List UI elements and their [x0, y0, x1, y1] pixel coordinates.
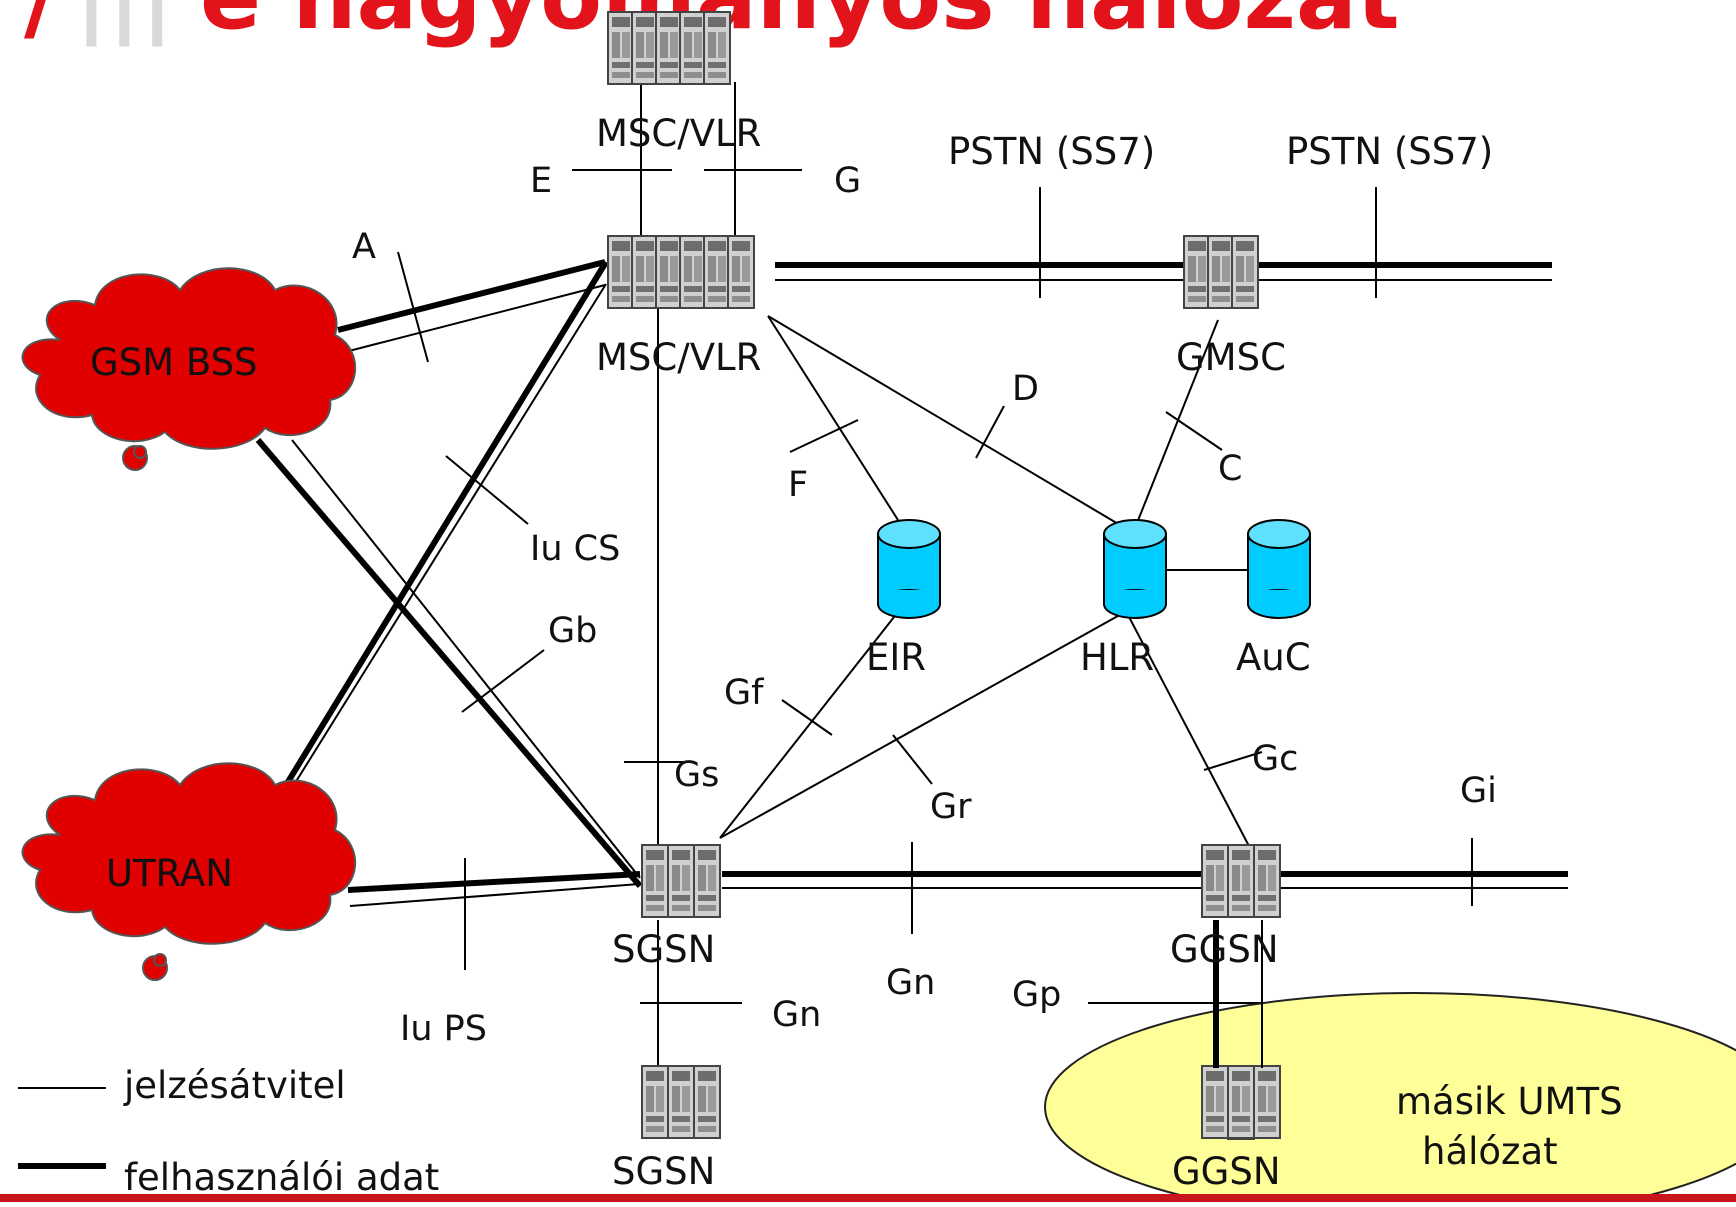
slide-title: / ||| e hagyományos hálózat: [24, 0, 1400, 52]
legend-signalling-label: jelzésátvitel: [123, 1064, 346, 1107]
user-data-links: [255, 259, 1568, 1068]
link-iu-cs: [269, 260, 609, 810]
gmsc-server[interactable]: [1183, 235, 1259, 309]
link-a: [337, 259, 606, 333]
label-other-network-2: hálózat: [1422, 1130, 1558, 1173]
msc-vlr-server[interactable]: [607, 235, 755, 309]
ggsn-server[interactable]: [1201, 844, 1281, 918]
link-d: [767, 315, 1126, 529]
label-gmsc: GMSC: [1176, 336, 1286, 379]
interface-gn-low: Gn: [772, 995, 821, 1035]
link-gb: [255, 438, 643, 888]
link-f: [767, 315, 899, 521]
interface-gs: Gs: [674, 755, 719, 795]
label-sgsn: SGSN: [612, 928, 715, 971]
interface-gi: Gi: [1460, 771, 1497, 811]
label-other-network-1: másik UMTS: [1396, 1080, 1623, 1123]
node-labels: MSC/VLR MSC/VLR GMSC PSTN (SS7) PSTN (SS…: [90, 112, 1623, 1193]
label-msc-vlr: MSC/VLR: [596, 336, 761, 379]
label-ggsn-bottom: GGSN: [1172, 1150, 1281, 1193]
label-sgsn-bottom: SGSN: [612, 1150, 715, 1193]
label-ggsn: GGSN: [1170, 928, 1279, 971]
label-gsm-bss: GSM BSS: [90, 341, 258, 384]
label-auc: AuC: [1236, 636, 1311, 679]
link-gf: [719, 611, 899, 839]
label-hlr: HLR: [1080, 636, 1154, 679]
interface-gf: Gf: [724, 673, 764, 713]
label-msc-vlr-top: MSC/VLR: [596, 112, 761, 155]
interface-gb: Gb: [548, 611, 597, 651]
interface-iu-cs: Iu CS: [530, 529, 620, 569]
label-pstn-1: PSTN (SS7): [948, 130, 1155, 173]
link-iu-ps: [347, 871, 641, 893]
sgsn-bottom-server[interactable]: [641, 1065, 721, 1139]
auc-database-icon[interactable]: [1247, 519, 1311, 619]
eir-database-icon[interactable]: [877, 519, 941, 619]
legend: [18, 1087, 106, 1169]
interface-g: G: [834, 161, 861, 201]
signalling-links: [276, 82, 1568, 1068]
sgsn-server[interactable]: [641, 844, 721, 918]
interface-labels: A E G D F C Iu CS Gb Gf Gs Gr Gc Gi Gn G…: [352, 161, 1497, 1049]
interface-f: F: [788, 465, 808, 505]
other-umts-network[interactable]: [1044, 992, 1736, 1207]
utran-cloud[interactable]: [21, 762, 357, 981]
interface-e: E: [530, 161, 552, 201]
interface-gn-mid: Gn: [886, 963, 935, 1003]
svg-text:/: /: [24, 0, 57, 52]
interface-iu-ps: Iu PS: [400, 1009, 487, 1049]
interface-a: A: [352, 227, 376, 267]
interface-gc: Gc: [1252, 739, 1298, 779]
link-c: [1134, 319, 1219, 529]
interface-gp: Gp: [1012, 975, 1061, 1015]
gsm-bss-cloud[interactable]: [21, 267, 357, 471]
bottom-bar: [0, 1194, 1736, 1202]
msc-vlr-top-server[interactable]: [607, 11, 731, 85]
interface-gr: Gr: [930, 787, 972, 827]
hlr-database-icon[interactable]: [1103, 519, 1167, 619]
svg-text:|||: |||: [75, 0, 174, 48]
interface-d: D: [1012, 369, 1039, 409]
slide-title-text: e hagyományos hálózat: [200, 0, 1400, 50]
link-gc: [1127, 614, 1251, 849]
label-eir: EIR: [866, 636, 926, 679]
link-gr: [719, 611, 1126, 839]
interface-ticks: [397, 169, 1473, 1004]
interface-c: C: [1218, 449, 1242, 489]
label-utran: UTRAN: [106, 852, 233, 895]
label-pstn-2: PSTN (SS7): [1286, 130, 1493, 173]
legend-user-data-label: felhasználói adat: [124, 1156, 439, 1199]
